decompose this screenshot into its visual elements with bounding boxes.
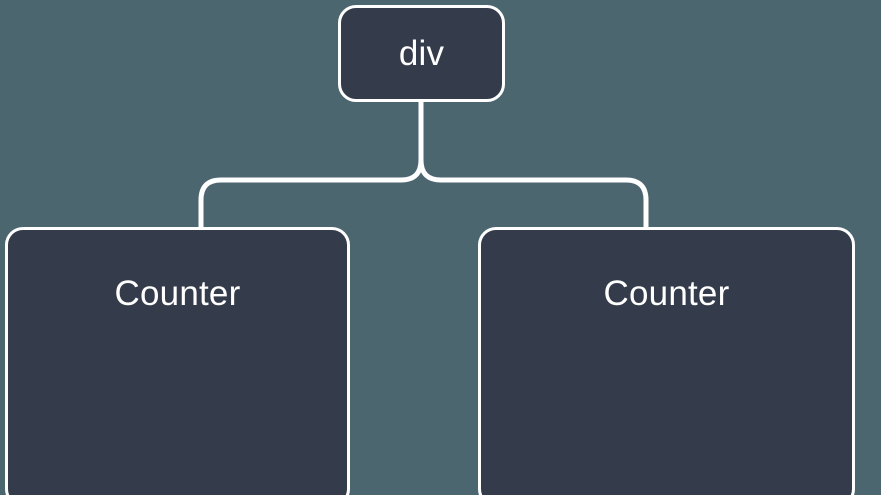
node-div[interactable]: div (338, 5, 505, 102)
node-counter-left[interactable]: Counter (5, 227, 350, 495)
node-counter-left-title: Counter (114, 274, 241, 313)
node-div-label: div (398, 34, 445, 73)
node-counter-right[interactable]: Counter (478, 227, 855, 495)
node-counter-right-title: Counter (603, 274, 730, 313)
